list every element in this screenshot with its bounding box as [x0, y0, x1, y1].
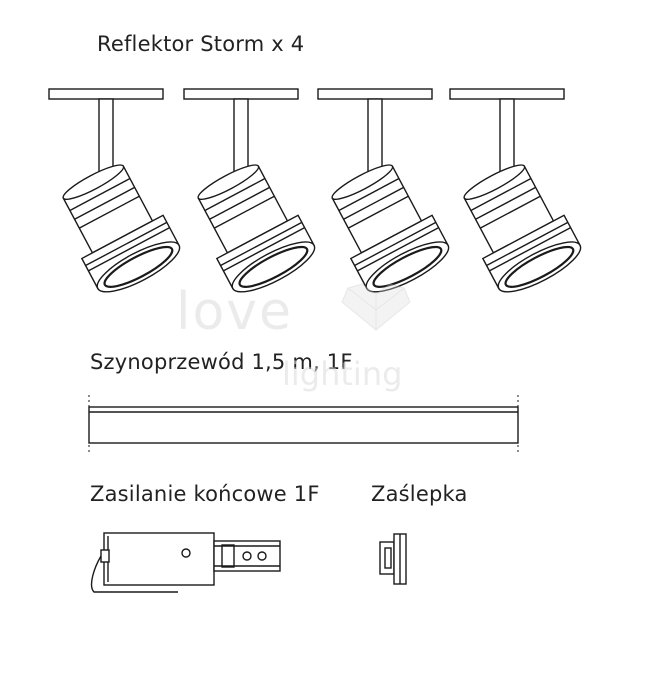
track-label: Szynoprzewód 1,5 m, 1F	[90, 350, 353, 374]
watermark-heart-icon	[341, 283, 411, 331]
spotlight-label: Reflektor Storm x 4	[97, 32, 305, 56]
spotlight-4	[448, 87, 588, 302]
end-cap-drawing	[379, 533, 407, 585]
end-cap-label: Zaślepka	[371, 482, 468, 506]
end-feed-drawing	[90, 532, 281, 593]
spotlight-1	[47, 87, 187, 302]
spotlight-3	[316, 87, 456, 302]
track-rail	[88, 395, 519, 452]
spotlight-2	[182, 87, 322, 302]
end-feed-label: Zasilanie końcowe 1F	[90, 482, 320, 506]
